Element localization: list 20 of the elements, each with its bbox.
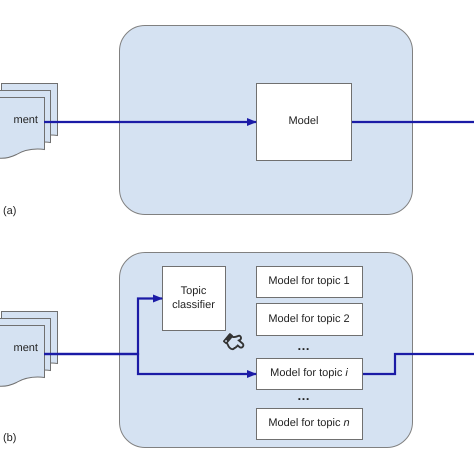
model-container <box>119 25 413 215</box>
process-box: Topic classifier <box>162 266 226 330</box>
document-stack <box>0 83 58 159</box>
process-box: Model <box>256 82 352 160</box>
process-box: Model for topic 2 <box>256 302 362 336</box>
ellipsis: … <box>297 338 311 353</box>
model-container <box>119 252 413 448</box>
connector-line <box>352 120 474 124</box>
process-box: Model for topic n <box>256 408 362 440</box>
connector-line <box>363 352 474 376</box>
process-box: Model for topic i <box>256 358 362 390</box>
arrow <box>44 118 257 126</box>
panel-label: (b) <box>3 432 16 444</box>
process-box: Model for topic 1 <box>256 266 362 298</box>
panel-label: (a) <box>3 205 16 217</box>
ellipsis: … <box>297 388 311 403</box>
document-stack <box>0 311 58 387</box>
document-label: ment <box>14 342 38 354</box>
arrow <box>44 352 257 378</box>
document-label: ment <box>14 114 38 126</box>
